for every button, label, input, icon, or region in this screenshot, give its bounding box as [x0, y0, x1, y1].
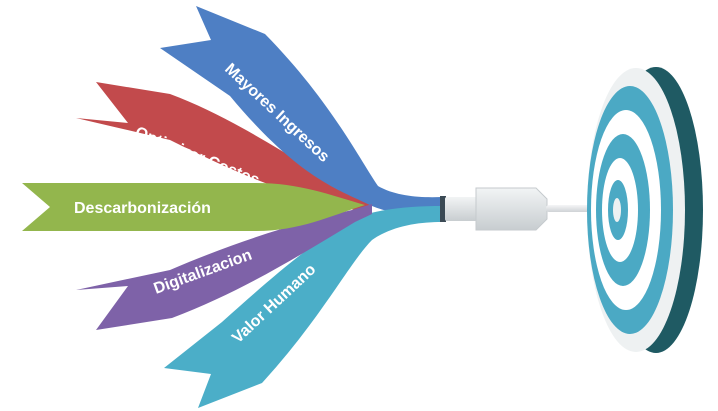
ribbon-shape: [76, 204, 372, 330]
dart-barrel: [475, 187, 548, 231]
ribbon-label-descarbonizacion: Descarbonización: [74, 200, 211, 217]
ribbon-shape: [164, 206, 442, 408]
target: [587, 67, 703, 353]
ribbon-shape: [160, 6, 442, 218]
dart-connector: [445, 197, 477, 221]
ribbon-shape: [76, 82, 372, 214]
dart-collar: [440, 196, 446, 222]
ribbon-descarbonizacion: Descarbonización: [22, 183, 365, 231]
target-center: [613, 198, 621, 222]
ribbon-shape: [22, 183, 365, 231]
